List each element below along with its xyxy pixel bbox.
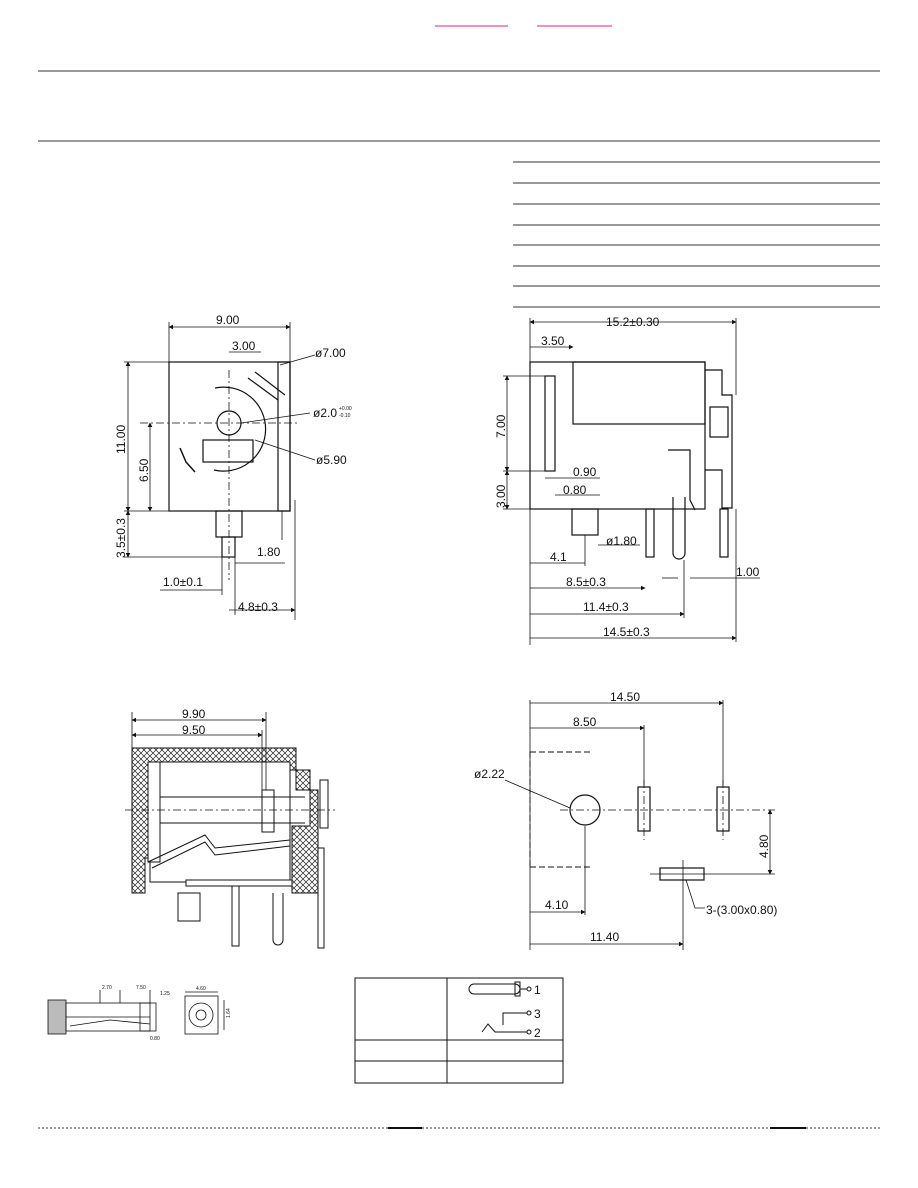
side-d2-label: 0.80 <box>563 483 587 497</box>
front-view <box>124 322 316 620</box>
side-p4-label: 14.5±0.3 <box>603 625 650 639</box>
front-center-height-label: 6.50 <box>137 458 151 482</box>
side-p1-label: 4.1 <box>550 550 567 564</box>
thumbnail-side-labels: 2.70 7.50 1.25 0.80 <box>102 985 170 1042</box>
side-d1-label: 0.90 <box>573 465 597 479</box>
side-p3-label: 11.4±0.3 <box>583 600 629 614</box>
front-pin-width-label: 1.80 <box>257 545 281 559</box>
thumb-d5: 1.64 <box>226 1008 232 1018</box>
thumb-d6: 0.80 <box>150 1036 160 1042</box>
section-hatch <box>131 747 319 894</box>
pcb-lower-label: 11.40 <box>590 930 619 944</box>
thumb-d3: 1.25 <box>160 991 170 997</box>
side-pin-w-label: 1.00 <box>736 565 760 579</box>
front-height-label: 11.00 <box>114 425 128 454</box>
pcb-left-label: 4.10 <box>545 898 569 912</box>
spec-table <box>513 161 880 308</box>
front-pin-len-label: 3.5±0.3 <box>114 518 128 558</box>
thumb-d4: 4.60 <box>196 986 206 992</box>
thumb-d2: 7.50 <box>136 985 146 991</box>
side-height-label: 7.00 <box>494 414 508 438</box>
pcb-mid-label: 8.50 <box>573 715 597 729</box>
pcb-layout-labels: 14.50 8.50 ø2.22 4.80 4.10 11.40 3-(3.00… <box>474 690 777 944</box>
section-view <box>125 712 335 949</box>
header <box>38 25 880 142</box>
side-front-depth-label: 3.50 <box>541 334 565 348</box>
section-d2-label: 9.50 <box>182 723 206 737</box>
schematic-labels: 1 3 2 <box>534 983 541 1040</box>
pcb-vertical-label: 4.80 <box>757 834 771 858</box>
front-view-labels: 9.00 3.00 ø7.00 ø2.0 +0.00 -0.10 ø5.90 1… <box>114 313 352 614</box>
pcb-slots-label: 3-(3.00x0.80) <box>706 903 777 917</box>
schematic-pin-2-label: 2 <box>534 1026 541 1040</box>
pcb-layout <box>504 700 775 950</box>
side-base-height-label: 3.00 <box>494 484 508 508</box>
schematic-pin-1 <box>468 983 521 995</box>
side-view-labels: 15.2±0.30 3.50 7.00 3.00 0.90 0.80 ø1.80… <box>494 315 760 639</box>
section-view-labels: 9.90 9.50 <box>182 707 206 737</box>
thumbnail-front <box>184 991 225 1035</box>
schematic-pin-2 <box>481 1023 527 1033</box>
side-view <box>503 318 760 645</box>
thumbnail-front-labels: 4.60 1.64 <box>196 986 232 1018</box>
side-pin-dia-label: ø1.80 <box>606 534 637 548</box>
front-top-offset-label: 3.00 <box>232 339 256 353</box>
thumb-d1: 2.70 <box>102 985 112 991</box>
side-body <box>529 361 706 510</box>
front-pin-offset-label: 1.0±0.1 <box>163 575 203 589</box>
section-d1-label: 9.90 <box>182 707 206 721</box>
pcb-total-label: 14.50 <box>610 690 640 704</box>
front-pin-spacing-label: 4.8±0.3 <box>238 600 278 614</box>
side-length-label: 15.2±0.30 <box>606 315 660 329</box>
front-width-label: 9.00 <box>216 313 240 327</box>
front-pin-dia-label: ø2.0 <box>313 406 337 420</box>
schematic-pin-1-label: 1 <box>534 983 541 997</box>
side-p2-label: 8.5±0.3 <box>566 575 606 589</box>
front-tol-plus: +0.00 <box>339 406 352 412</box>
front-outer-dia-label: ø7.00 <box>315 346 346 360</box>
front-inner-dia-label: ø5.90 <box>316 453 347 467</box>
pcb-hole-label: ø2.22 <box>474 767 505 781</box>
thumbnail-side <box>47 990 157 1035</box>
schematic-pin-3 <box>502 1012 527 1025</box>
front-circle <box>213 386 267 472</box>
schematic-pin-3-label: 3 <box>534 1007 541 1021</box>
schematic-table <box>354 977 564 1084</box>
front-tol-minus: -0.10 <box>339 413 351 419</box>
